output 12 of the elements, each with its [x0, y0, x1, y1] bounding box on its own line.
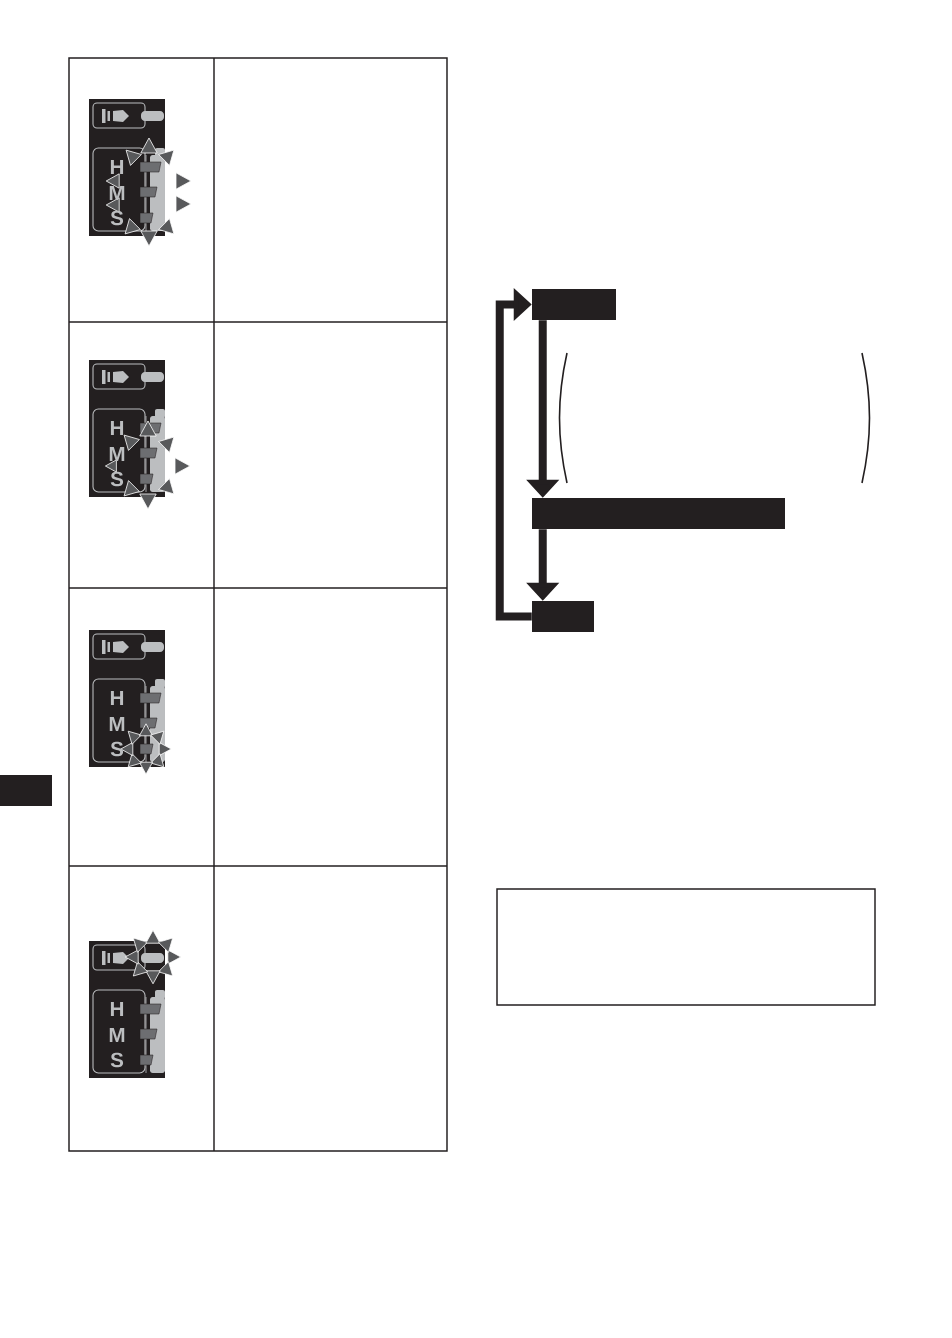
- key-label: S: [110, 741, 124, 757]
- key-label: H: [110, 1001, 124, 1017]
- key-label: M: [109, 1027, 125, 1043]
- key-label: H: [110, 690, 124, 706]
- key-label: M: [109, 446, 125, 462]
- key-label: H: [110, 159, 124, 175]
- key-label: S: [110, 1052, 124, 1068]
- key-label: H: [110, 420, 124, 436]
- key-label: S: [110, 471, 124, 487]
- key-label: M: [109, 716, 125, 732]
- key-label: S: [110, 210, 124, 226]
- key-label: M: [109, 185, 125, 201]
